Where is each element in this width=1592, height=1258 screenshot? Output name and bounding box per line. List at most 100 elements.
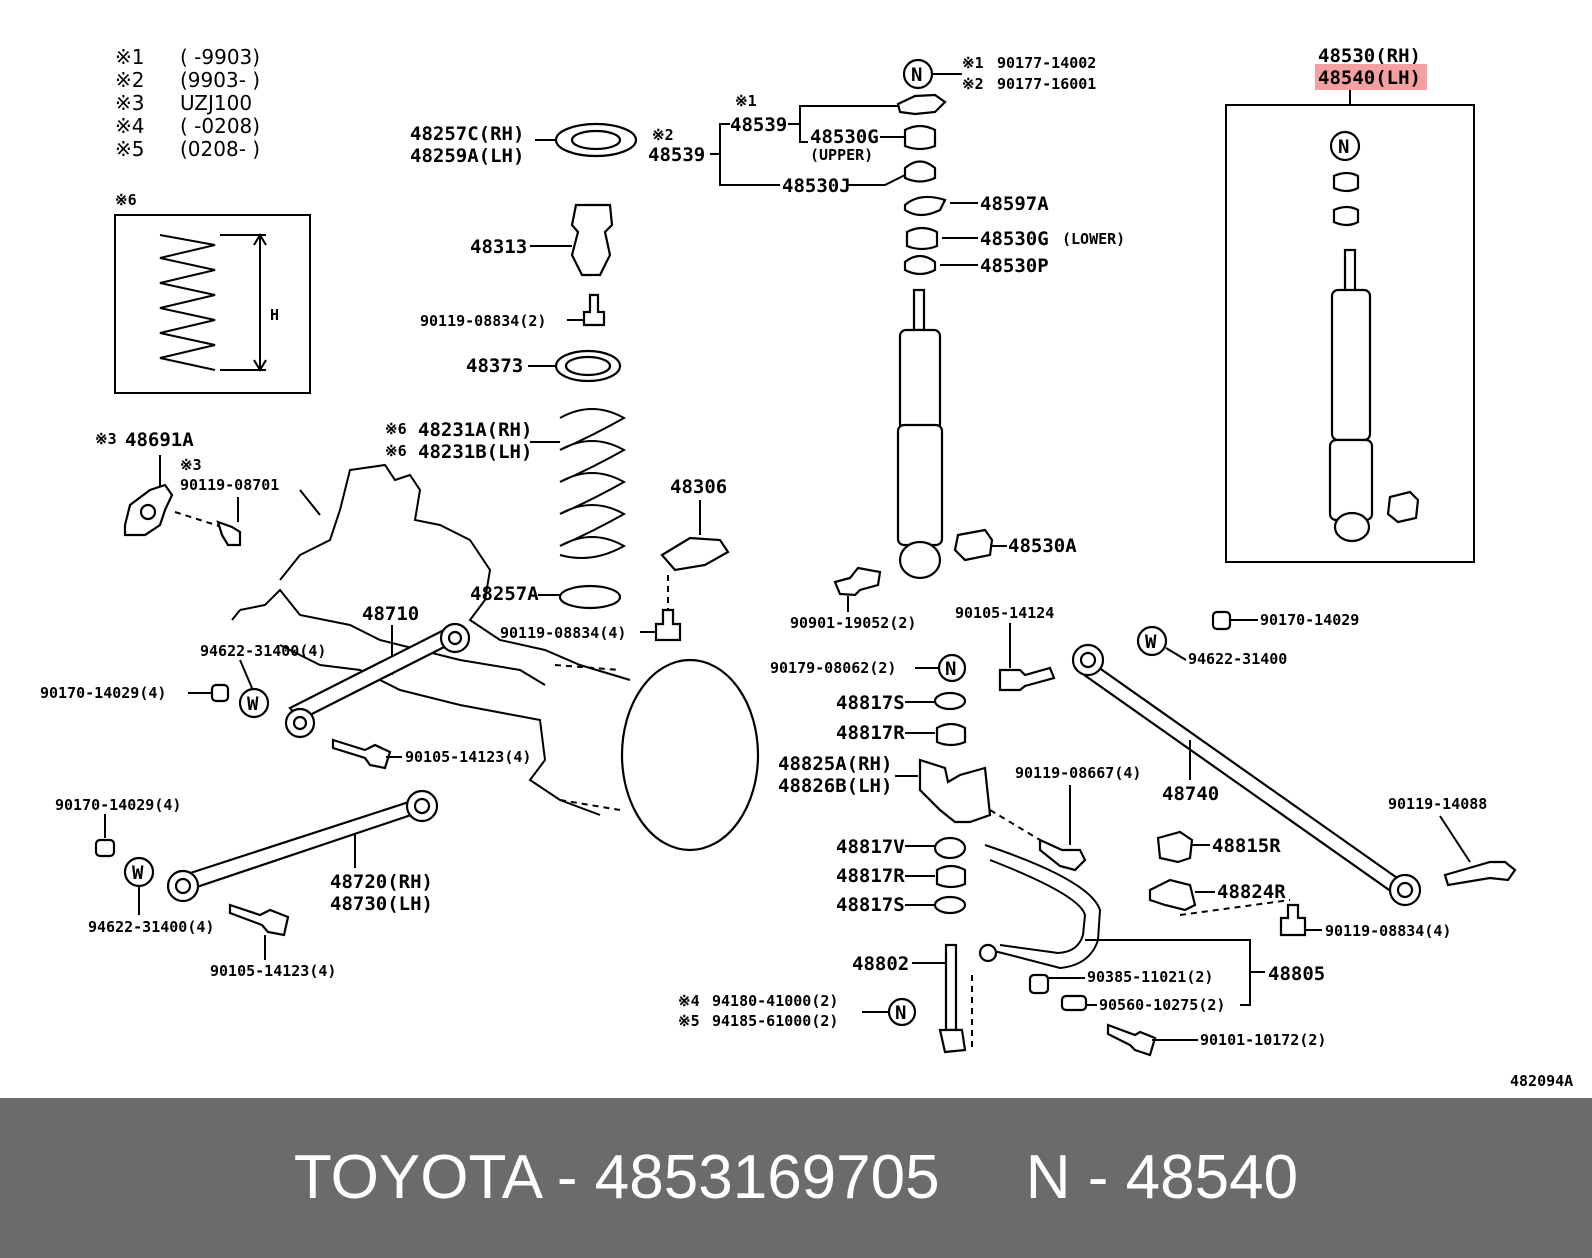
bushing-icon [1386,490,1420,524]
label-48231b: 48231B(LH) [418,441,532,463]
bushing-icon [903,124,937,151]
label-48710: 48710 [362,603,419,625]
collar-icon [1060,994,1088,1012]
label-90119-14088: 90119-14088 [1388,795,1487,813]
nut-symbol: N [911,64,922,86]
note-text-1: ( -9903) [180,45,260,69]
nut-symbol: N [1338,136,1349,158]
mark6-b: ※6 [385,442,407,460]
bracket-48306-icon [660,536,730,572]
label-48817r-b: 48817R [836,865,905,887]
spring-dim-label: H [270,306,279,324]
bolt-icon [654,608,682,642]
lateral-rod-group: 90170-14029 W 94622-31400 48740 90119-14… [1071,610,1517,907]
label-94622-31400-4b: 94622-31400(4) [88,918,214,936]
label-90119-08834-4a: 90119-08834(4) [500,624,626,642]
note-mark-2: ※2 [115,68,144,92]
label-48373: 48373 [466,355,523,377]
cushion-icon [903,254,937,276]
label-48805: 48805 [1268,963,1325,985]
label-94622-31400: 94622-31400 [1188,650,1287,668]
differential-cover-icon [620,658,760,852]
nut-icon [902,58,934,90]
axle-housing-outline [279,463,631,681]
lower-spring-insulator-icon [558,584,622,610]
label-48539-a: 48539 [730,114,787,136]
coil-spring-icon [559,408,627,559]
bolt-icon [1279,903,1307,937]
bolt-icon [833,566,882,597]
label-48691a: 48691A [125,429,194,451]
label-90177-16001: 90177-16001 [997,75,1096,93]
label-90385-11021: 90385-11021(2) [1087,968,1213,986]
label-94180-41000: 94180-41000(2) [712,992,838,1010]
footer-part-number: 4853169705 [594,1143,940,1212]
mark6-a: ※6 [385,420,407,438]
washer-symbol: W [247,693,259,715]
mark3-b: ※3 [180,456,202,474]
label-48530p: 48530P [980,255,1049,277]
shock-eye [1333,511,1371,543]
mark3-a: ※3 [95,430,117,448]
bushing-icon [1156,830,1194,864]
arm-48710-group: 48710 94622-31400(4) W 90170-14029(4) 90… [40,603,531,770]
upper-seat-group: 48257C(RH) 48259A(LH) 48313 90119-08834(… [410,122,638,383]
label-48815r: 48815R [1212,835,1281,857]
label-48817v: 48817V [836,836,905,858]
label-48530a: 48530A [1008,535,1077,557]
label-48817r-a: 48817R [836,722,905,744]
mark1-48539: ※1 [735,92,757,110]
label-90119-08834-2: 90119-08834(2) [420,312,546,330]
bracket-48306-group: 48306 90119-08834(4) [500,476,730,642]
label-48539-b: 48539 [648,144,705,166]
label-90170-14029-4a: 90170-14029(4) [40,684,166,702]
bolt-icon [331,738,392,770]
footer-caption: TOYOTA - 4853169705 N - 48540 [0,1098,1592,1258]
shock-lower-body [1328,438,1374,522]
label-48530g-lower: 48530G [980,228,1049,250]
shock-upper-body [1330,288,1372,442]
label-48530g-upper: 48530G [810,126,879,148]
washer-icon [1136,625,1168,657]
nut-icon [1329,130,1361,162]
bushing-icon [1332,205,1360,227]
stabilizer-bar-group: 48815R 48824R 90119-08834(4) 90385-11021… [978,830,1451,1057]
stabilizer-bar-icon [984,844,1102,970]
label-90119-08667: 90119-08667(4) [1015,764,1141,782]
label-90901-19052: 90901-19052(2) [790,614,916,632]
label-48817s-b: 48817S [836,894,905,916]
bracket-48824-icon [1148,878,1197,912]
label-48257a: 48257A [470,583,539,605]
label-90105-14123-4b: 90105-14123(4) [210,962,336,980]
arm-48720-group: 90170-14029(4) W 94622-31400(4) 48720(RH… [55,789,439,980]
bolt-icon [998,666,1056,692]
replacement-shock-frame [1225,104,1475,563]
note-text-3: UZJ100 [180,91,252,115]
nut-icon [937,653,967,683]
bushing-icon [935,864,967,889]
nut-icon [1211,610,1232,631]
nut-icon [210,683,230,703]
note-text-2: (9903- ) [180,68,260,92]
label-90170-14029-4b: 90170-14029(4) [55,796,181,814]
label-90560-10275: 90560-10275(2) [1099,996,1225,1014]
notes-legend: ※1 ( -9903) ※2 (9903- ) ※3 UZJ100 ※4 ( -… [115,45,260,161]
shock-rod [912,288,926,332]
label-48720: 48720(RH) [330,871,433,893]
footer-bar [0,1098,1592,1258]
mark1-nut: ※1 [962,54,984,72]
bump-stopper-icon [570,203,614,277]
washer-icon [238,687,270,719]
bolt-icon [1038,838,1087,872]
note-mark-4: ※4 [115,114,144,138]
bolt-icon [1106,1023,1157,1057]
nut-symbol: N [895,1002,906,1024]
shock-rod [1343,248,1357,294]
bolt-icon [228,903,290,937]
bushing-icon [905,226,939,251]
label-upper: (UPPER) [810,146,873,164]
footer-gap [940,1143,1026,1212]
label-48530j: 48530J [782,175,851,197]
spring-box-frame [114,214,311,394]
cushion-icon [933,895,967,915]
